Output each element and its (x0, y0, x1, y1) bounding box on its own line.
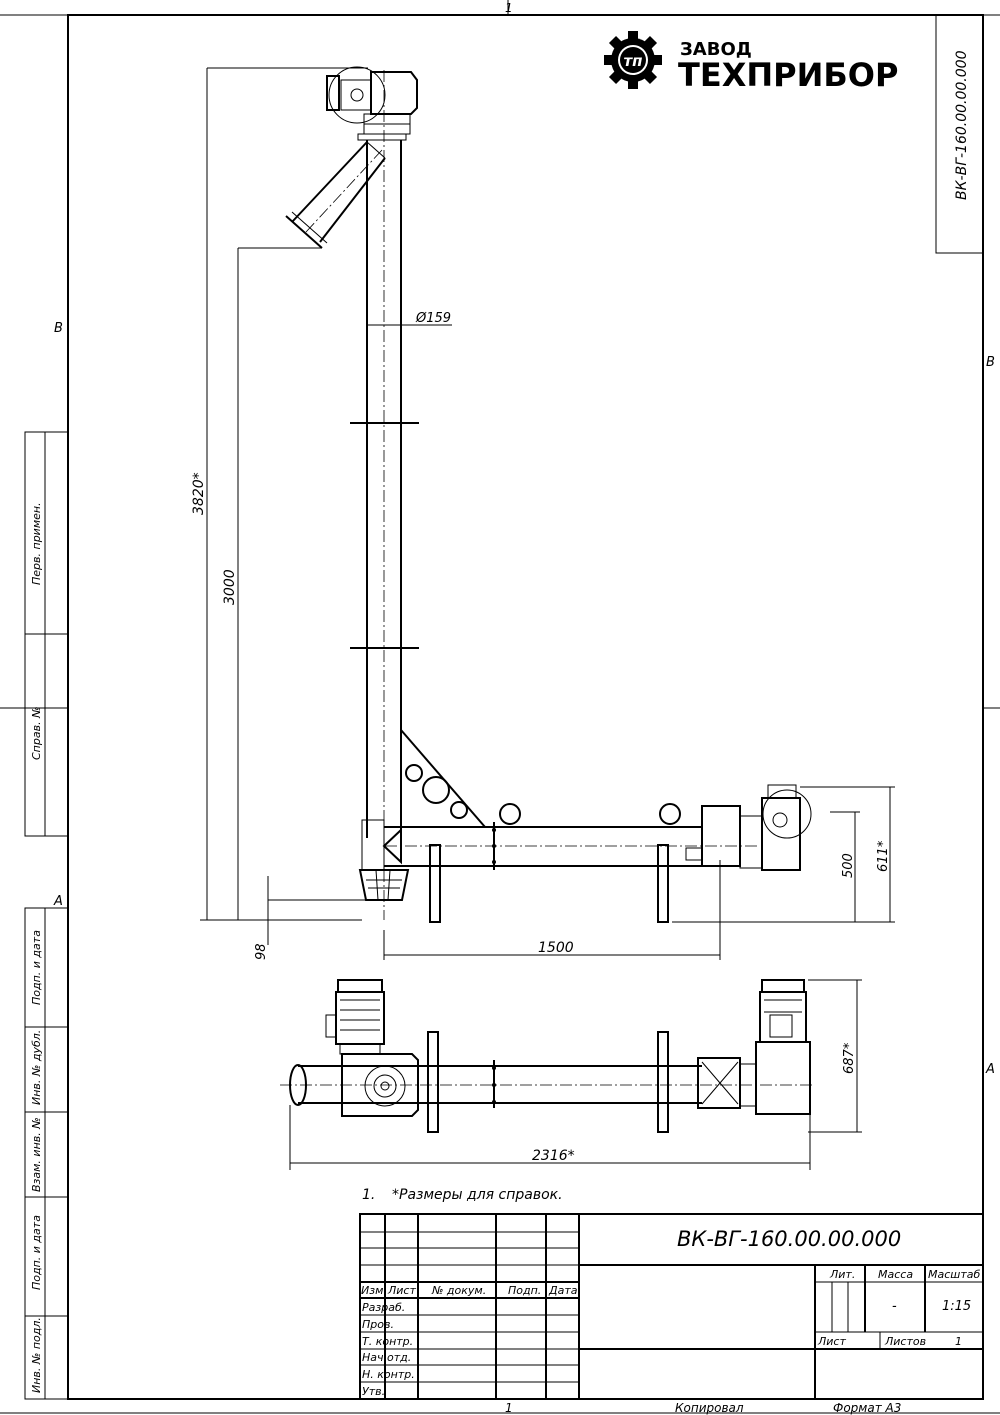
zone-label-right-b: В (986, 355, 995, 370)
zone-label-bottom: 1 (505, 1401, 513, 1415)
logo-line1: ЗАВОД (680, 39, 752, 60)
row-n-kontr: Н. контр. (362, 1368, 415, 1381)
dim-1500: 1500 (538, 940, 574, 956)
dim-98: 98 (254, 943, 269, 960)
title-block (359, 1213, 984, 1400)
col-data: Дата (548, 1284, 578, 1297)
col-no-dokum: № докум. (431, 1284, 486, 1297)
stamp-podp-data-1: Подп. и дата (30, 930, 43, 1005)
title-designation: ВК-ВГ-160.00.00.000 (677, 1227, 901, 1251)
stamp-inv-podl: Инв. № подл. (30, 1317, 43, 1393)
zone-label-left-a: А (53, 894, 63, 909)
scale-label: Масштаб (928, 1268, 980, 1281)
stamp-inv-dubl: Инв. № дубл. (30, 1030, 43, 1105)
sheet-label: Лист (817, 1335, 846, 1348)
row-utv: Утв. (362, 1385, 385, 1398)
company-logo: тп ЗАВОД ТЕХПРИБОР (604, 31, 898, 94)
scale-value: 1:15 (942, 1299, 971, 1314)
col-list: Лист (387, 1284, 416, 1297)
dim-diameter-159: Ø159 (415, 311, 451, 326)
dim-611: 611* (876, 840, 891, 872)
row-razrab: Разраб. (362, 1301, 405, 1314)
col-izm: Изм. (361, 1284, 387, 1297)
note-text: *Размеры для справок. (392, 1187, 563, 1203)
sheets-label: Листов (884, 1335, 926, 1348)
logo-line2: ТЕХПРИБОР (678, 56, 898, 94)
row-t-kontr: Т. контр. (362, 1335, 413, 1348)
stamp-sprav-no: Справ. № (30, 706, 43, 760)
mass-label: Масса (878, 1268, 913, 1281)
right-motor (697, 979, 811, 1115)
format-label: Формат А3 (833, 1401, 901, 1415)
copied-label: Копировал (675, 1401, 744, 1415)
zone-label-right-a: А (985, 1062, 995, 1077)
left-motor (325, 979, 419, 1117)
stamp-vzam-inv: Взам. инв. № (30, 1117, 43, 1192)
mass-value: - (892, 1299, 897, 1314)
zone-label-left-b: В (54, 321, 63, 336)
top-drive (326, 66, 418, 141)
stamp-podp-data-2: Подп. и дата (30, 1215, 43, 1290)
dim-2316: 2316* (532, 1148, 575, 1164)
side-stamp (24, 431, 69, 1400)
dim-3000: 3000 (222, 569, 238, 605)
front-dimensions (200, 67, 895, 960)
row-nach-otd: Нач.отд. (362, 1351, 411, 1364)
gear-icon: тп (604, 31, 662, 89)
zone-label-top: 1 (505, 1, 513, 15)
col-podp: Подп. (508, 1284, 541, 1297)
lit-label: Лит. (829, 1268, 855, 1281)
plan-view (280, 979, 815, 1133)
stamp-perv-primen: Перв. примен. (30, 502, 43, 585)
front-view (285, 66, 812, 923)
dim-687: 687* (842, 1042, 857, 1074)
note-number: 1. (362, 1187, 375, 1203)
dim-500: 500 (841, 853, 856, 878)
inclined-inlet (285, 141, 386, 249)
rotated-doc-code: ВК-ВГ-160.00.00.000 (954, 50, 970, 200)
sheets-value: 1 (955, 1335, 962, 1348)
dim-3820: 3820* (191, 472, 207, 515)
svg-text:тп: тп (623, 52, 642, 70)
row-prov: Пров. (362, 1318, 394, 1331)
rotated-code-box (935, 14, 984, 254)
plan-dimensions (289, 979, 862, 1170)
right-drive (685, 784, 812, 871)
